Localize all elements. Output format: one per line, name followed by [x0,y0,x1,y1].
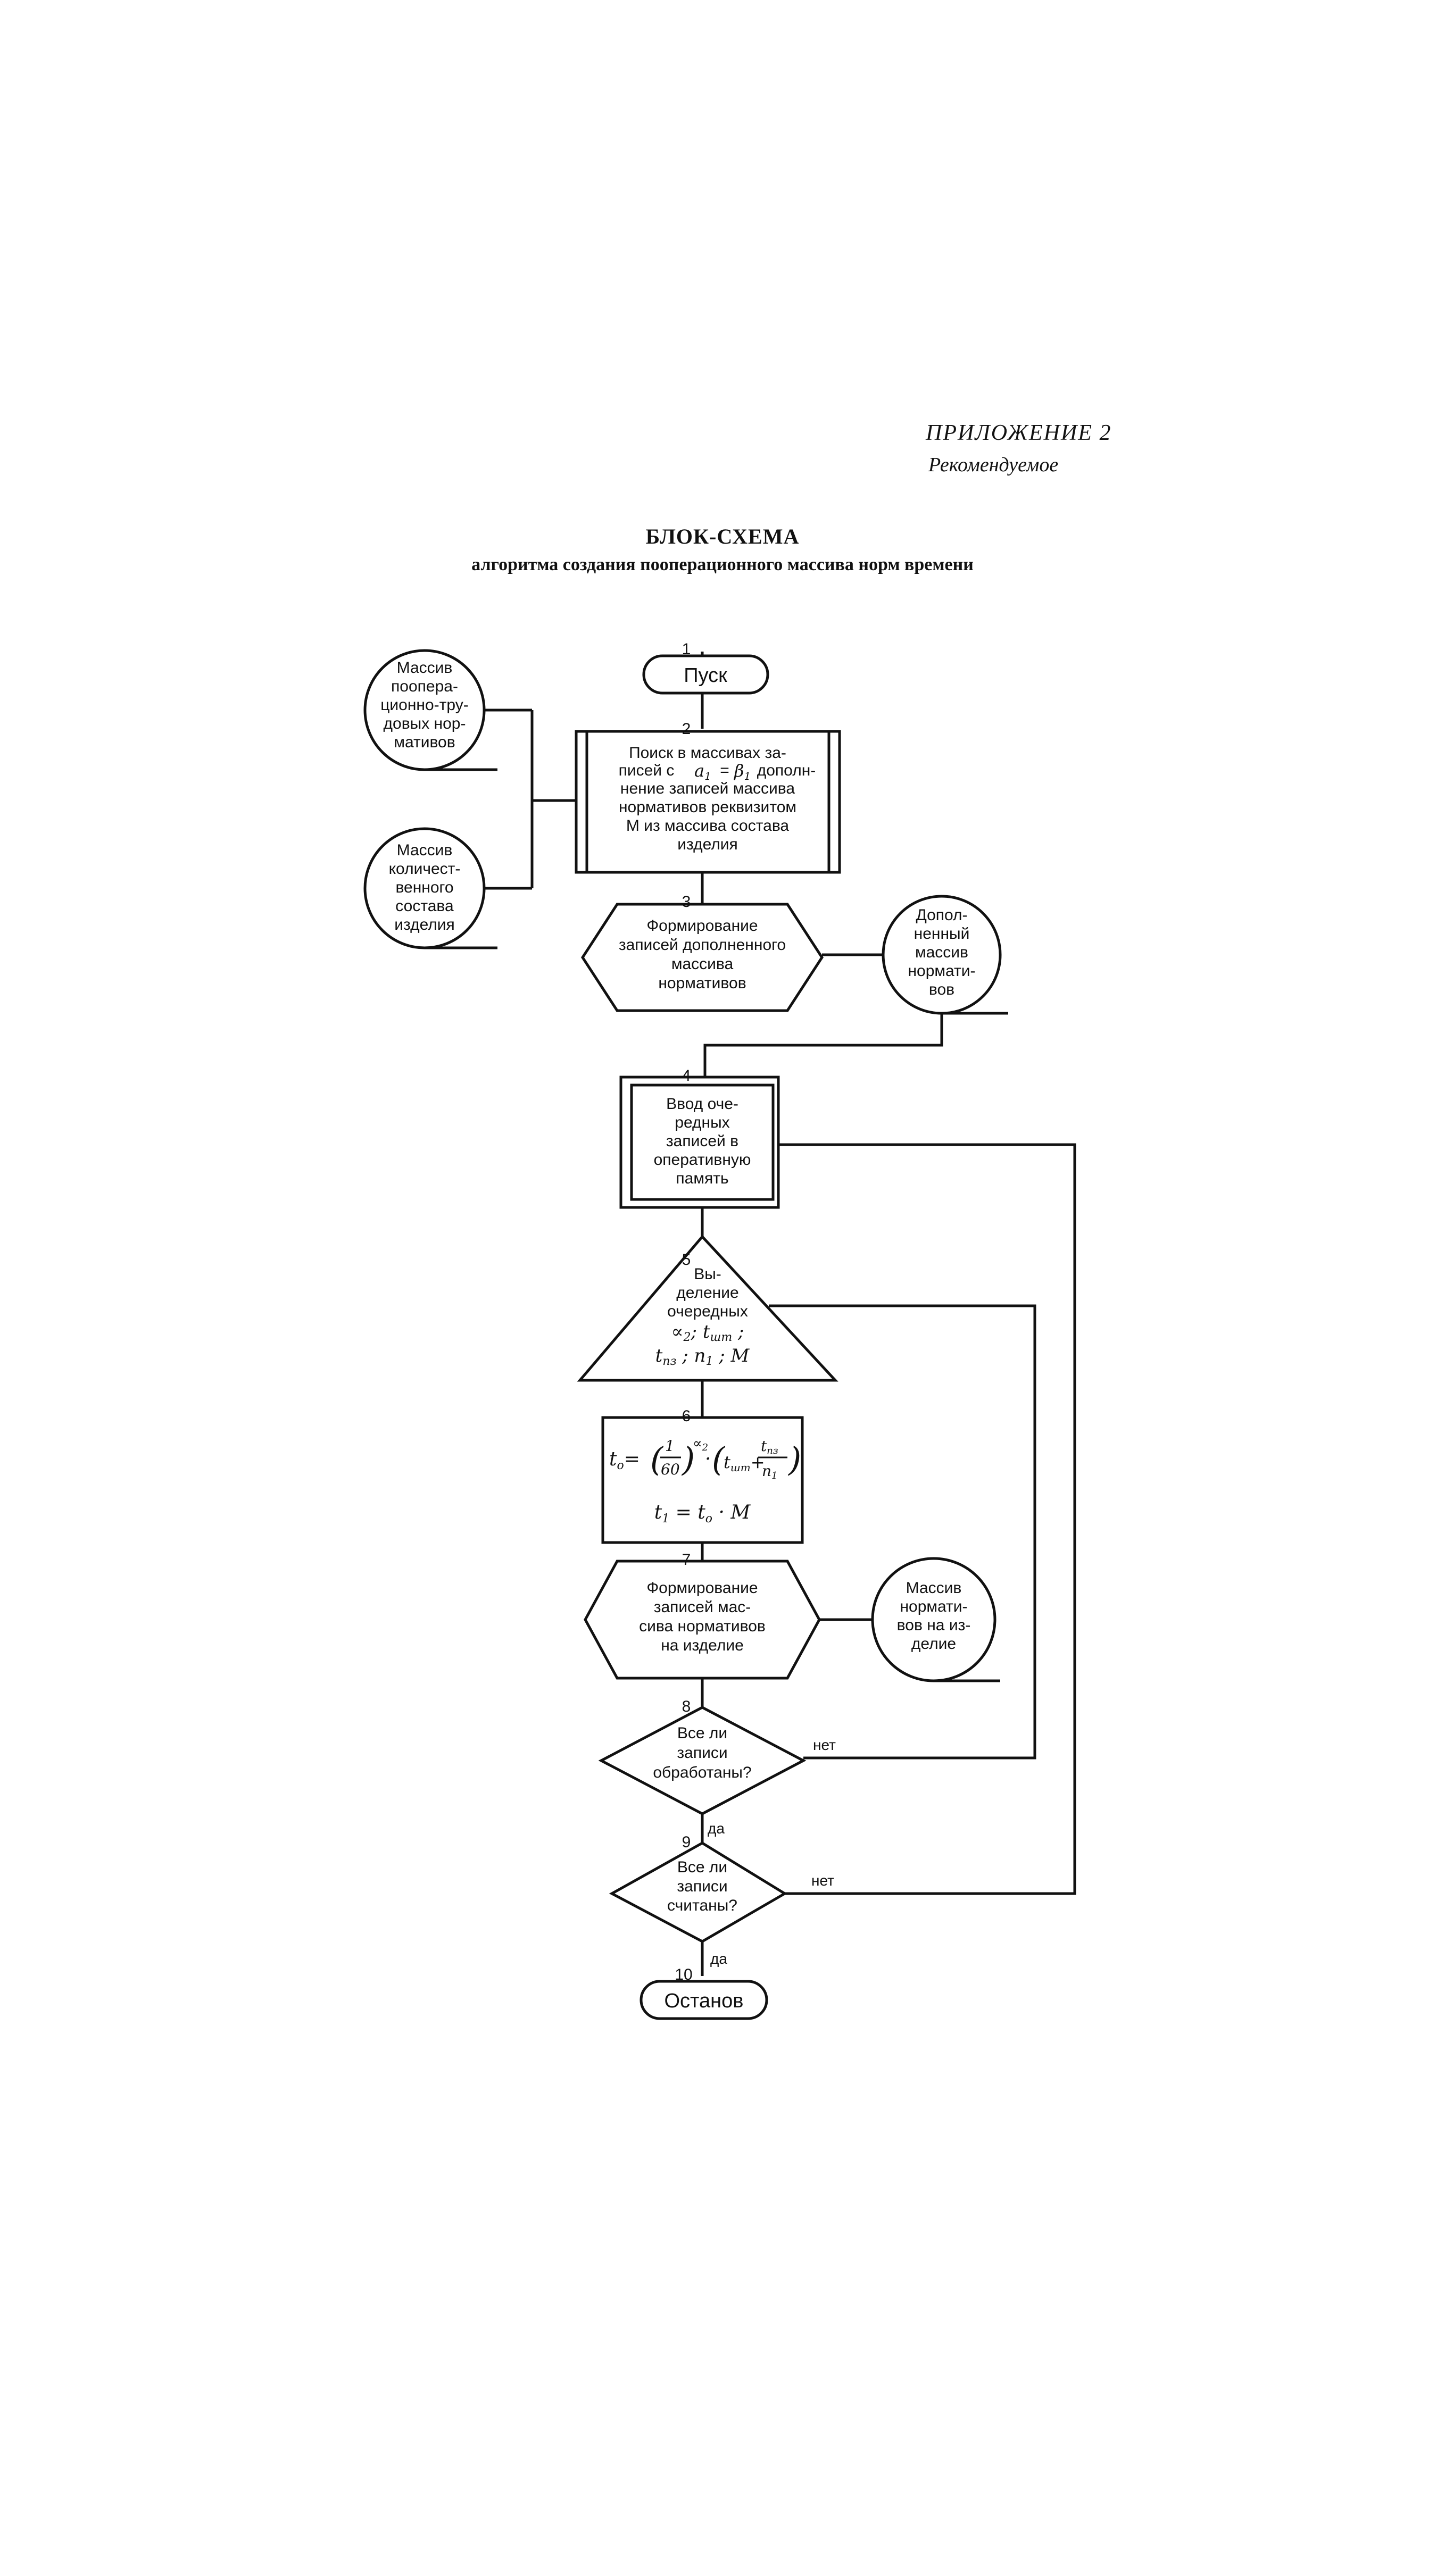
file-3-line-1: Допол- [916,906,967,924]
block-10-number: 10 [675,1966,692,1983]
block-8-decision: 8 Все ли записи обработаны? нет да [598,1698,836,1837]
svg-text:(: ( [712,1440,726,1479]
svg-text:·: · [705,1448,711,1470]
file-3-line-3: массив [915,944,968,961]
file-product-composition: Массив количест- венного состава изделия [363,827,497,949]
block-4-line-3: записей в [666,1132,738,1150]
block-2-number: 2 [682,720,691,738]
block-3-preparation: 3 Формирование записей дополненного масс… [581,893,824,1012]
block-9-line-1: Все ли [677,1858,727,1876]
appendix-heading: ПРИЛОЖЕНИЕ 2 [926,421,1112,445]
block-2-line-2a: писей с [619,762,675,779]
file-operation-norms: Массив пoопера- ционно-тру- довых нор- м… [363,649,497,771]
block-8-number: 8 [682,1698,691,1715]
file-2-line-5: изделия [394,916,455,933]
block-6-computation: 6 to= ( 1 60 ) ∝2 · ( tшт+ tпз n1 ) t1 =… [601,1407,804,1544]
block-8-yes-label: да [708,1820,725,1837]
file-augmented-norms: Допол- ненный массив нормати- вов [882,895,1008,1015]
file-1-line-1: Массив [397,659,453,677]
file-4-line-3: вов на из- [897,1616,971,1634]
block-7-preparation: 7 Формирование записей мас- сива нормати… [584,1551,821,1680]
block-1-number: 1 [682,640,691,658]
svg-text:): ) [681,1440,695,1479]
block-2-equals: = [720,762,729,779]
block-8-line-1: Все ли [677,1724,727,1742]
block-9-yes-label: да [710,1950,727,1967]
block-3-line-3: массива [671,955,734,973]
block-5-line-3: очередных [667,1303,748,1320]
block-7-line-4: на изделие [661,1637,744,1654]
block-4-input: 4 Ввод оче- редных записей в оперативную… [619,1067,780,1209]
block-3-number: 3 [682,893,691,911]
file-2-line-4: состава [395,897,454,915]
block-4-line-4: оперативную [654,1151,751,1169]
block-2-line-4: нормативов реквизитом [619,798,796,816]
file-4-line-2: нормати- [900,1598,967,1615]
block-7-line-2: записей мас- [654,1598,751,1616]
file-product-norms: Массив нормати- вов на из- делие [871,1557,1000,1682]
block-2-line-1: Поиск в массивах за- [629,744,786,762]
recommended-note: Рекомендуемое [928,454,1059,476]
block-2-line-2b: дополн- [757,762,816,779]
svg-text:60: 60 [661,1461,680,1478]
diagram-title: БЛОК-СХЕМА [645,524,800,548]
file-2-line-1: Массив [397,841,453,859]
block-3-line-1: Формирование [646,917,758,935]
block-9-number: 9 [682,1833,691,1851]
block-5-line-2: деление [676,1284,738,1302]
block-2-process: 2 Поиск в массивах за- писей с a1 = β1 д… [575,720,841,874]
block-4-line-5: память [676,1170,728,1187]
block-6-formula-t1: t1 = to · M [654,1502,751,1525]
file-1-line-3: ционно-тру- [380,696,469,714]
block-3-line-4: нормативов [658,974,746,992]
file-3-line-5: вов [929,981,954,998]
svg-text:to=: to= [609,1448,640,1472]
block-7-number: 7 [682,1551,691,1569]
block-5-number: 5 [682,1251,691,1269]
block-5-formula-1: ∝2; tшт ; [671,1321,744,1344]
file-2-line-2: количест- [389,860,461,878]
block-2-formula-a1: a1 [694,761,711,782]
file-1-line-5: мативов [394,733,455,751]
block-8-line-3: обработаны? [653,1764,751,1781]
block-7-line-3: сива нормативов [639,1618,766,1635]
block-3-line-2: записей дополненного [619,936,786,954]
block-9-line-3: считаны? [667,1897,737,1914]
file-3-line-4: нормати- [908,962,975,980]
block-4-line-1: Ввод оче- [666,1095,738,1113]
file-1-line-4: довых нор- [384,715,466,732]
block-9-decision: 9 Все ли записи считаны? нет да [609,1833,834,1967]
block-10-text: Останов [665,1990,744,2012]
svg-text:): ) [787,1440,801,1479]
diagram-subtitle: алгоритма создания пооперационного масси… [471,555,974,574]
block-8-line-2: записи [677,1744,727,1762]
block-4-line-2: редных [675,1114,729,1131]
block-7-line-1: Формирование [646,1579,758,1597]
file-4-line-1: Массив [906,1579,962,1597]
block-6-number: 6 [682,1407,691,1425]
block-5-extraction: 5 Вы- деление очередных ∝2; tшт ; tпз ; … [577,1235,838,1382]
block-2-line-3: нение записей массива [620,780,795,797]
block-9-no-label: нет [811,1872,834,1889]
block-2-line-5: М из массива состава [626,817,790,835]
block-4-number: 4 [682,1067,691,1085]
file-4-line-4: делие [911,1635,956,1653]
file-1-line-2: пoопера- [391,678,458,695]
block-1-text: Пуск [684,664,727,687]
svg-text:1: 1 [665,1437,675,1455]
svg-text:(: ( [650,1440,664,1479]
block-2-line-6: изделия [677,836,738,853]
block-10-stop: Останов 10 [640,1966,768,2020]
block-1-start: Пуск 1 [642,640,769,695]
block-9-line-2: записи [677,1878,727,1895]
file-2-line-3: венного [395,879,453,896]
block-5-line-1: Вы- [694,1265,721,1283]
block-8-no-label: нет [813,1737,836,1753]
file-3-line-2: ненный [914,925,970,943]
